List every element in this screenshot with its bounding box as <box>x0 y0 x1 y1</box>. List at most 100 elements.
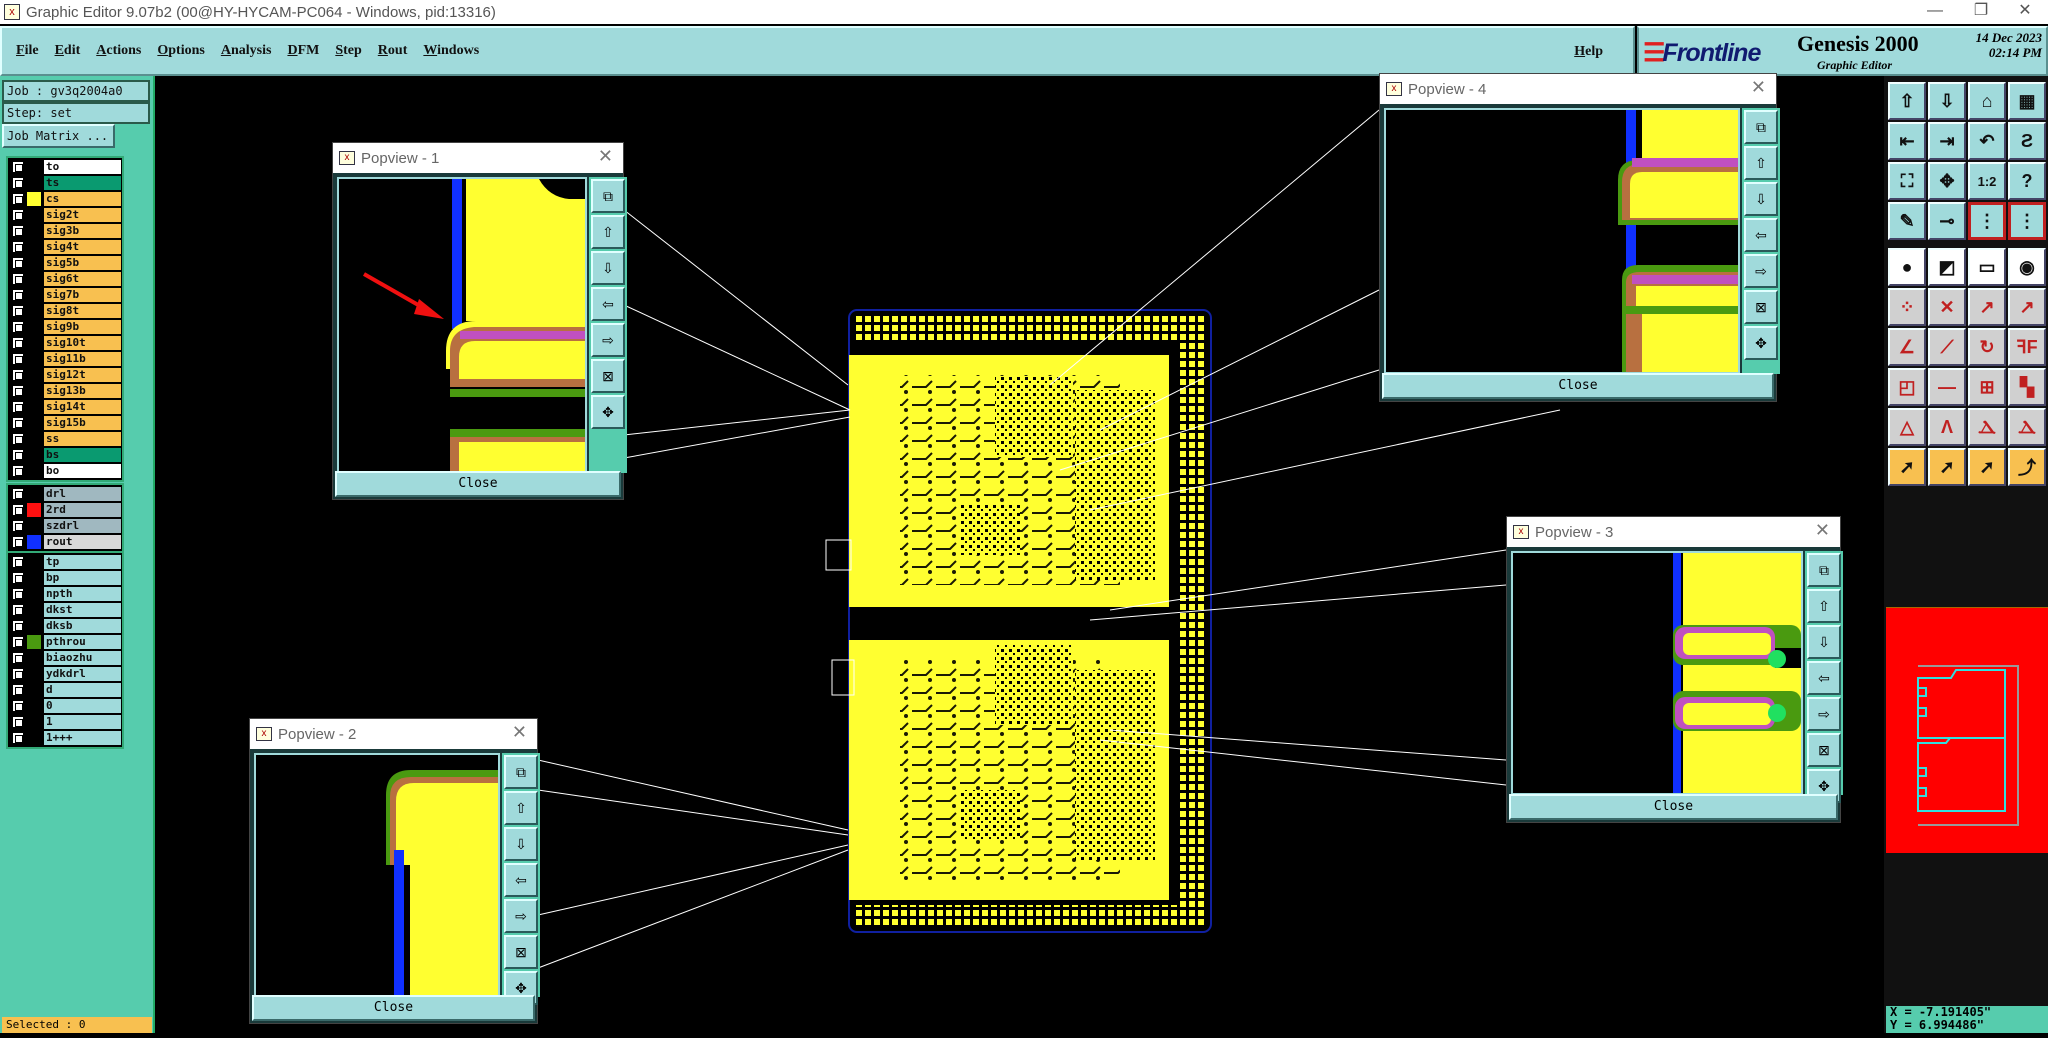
select-net-icon[interactable]: ⤴ <box>2008 448 2046 486</box>
layer-row-cs[interactable]: cs <box>9 191 121 207</box>
layer-checkbox[interactable] <box>11 651 25 665</box>
layer-color-swatch[interactable] <box>27 603 41 617</box>
zoom-in-icon[interactable]: ⇧ <box>1807 589 1841 623</box>
layer-row-rout[interactable]: rout <box>9 534 121 550</box>
layer-name[interactable]: 1 <box>44 715 121 729</box>
pan-right-icon[interactable]: ⇨ <box>1744 254 1778 288</box>
layer-checkbox[interactable] <box>11 699 25 713</box>
layer-row-1+++[interactable]: 1+++ <box>9 730 121 746</box>
zoom-home-icon[interactable]: ⊠ <box>1744 290 1778 324</box>
layer-color-swatch[interactable] <box>27 192 41 206</box>
layer-row-dksb[interactable]: dksb <box>9 618 121 634</box>
layer-color-swatch[interactable] <box>27 699 41 713</box>
layer-row-tp[interactable]: tp <box>9 554 121 570</box>
zoom-in-icon[interactable]: ⇧ <box>1744 146 1778 180</box>
ruler-icon[interactable]: ▭ <box>1968 248 2006 286</box>
zoom-out-icon[interactable]: ⇩ <box>591 251 625 285</box>
layer-color-swatch[interactable] <box>27 272 41 286</box>
layer-row-sig11b[interactable]: sig11b <box>9 351 121 367</box>
popview-sync-icon[interactable]: ⧉ <box>1807 553 1841 587</box>
layer-checkbox[interactable] <box>11 256 25 270</box>
pan-left-icon[interactable]: ⇦ <box>591 287 625 321</box>
layer-checkbox[interactable] <box>11 320 25 334</box>
minimize-button[interactable]: — <box>1927 2 1943 19</box>
menu-file[interactable]: File <box>16 43 39 58</box>
probe-icon[interactable]: ⊸ <box>1928 202 1966 240</box>
layer-color-swatch[interactable] <box>27 555 41 569</box>
close-button[interactable]: Close <box>1382 373 1774 399</box>
layer-name[interactable]: dkst <box>44 603 121 617</box>
layer-checkbox[interactable] <box>11 336 25 350</box>
mirror-icon[interactable]: ꟻF <box>2008 328 2046 366</box>
segment-icon[interactable]: — <box>1928 368 1966 406</box>
menu-edit[interactable]: Edit <box>54 43 81 58</box>
layer-checkbox[interactable] <box>11 731 25 745</box>
layer-checkbox[interactable] <box>11 635 25 649</box>
layer-row-bp[interactable]: bp <box>9 570 121 586</box>
layer-name[interactable]: rout <box>44 535 121 549</box>
close-icon[interactable]: ✕ <box>1750 77 1766 97</box>
popview-sync-icon[interactable]: ⧉ <box>591 179 625 213</box>
delete-point-icon[interactable]: ✕ <box>1928 288 1966 326</box>
angle-icon[interactable]: ∠ <box>1888 328 1926 366</box>
close-button[interactable]: Close <box>335 471 621 497</box>
zoom-home-icon[interactable]: ⊠ <box>591 359 625 393</box>
zoom-fit-icon[interactable]: ⛶ <box>1888 162 1926 200</box>
layer-name[interactable]: 1+++ <box>44 731 121 745</box>
arc-tall-icon[interactable]: Λ <box>1928 408 1966 446</box>
layer-color-swatch[interactable] <box>27 571 41 585</box>
layer-name[interactable]: pthrou <box>44 635 121 649</box>
layer-checkbox[interactable] <box>11 160 25 174</box>
layer-name[interactable]: sig13b <box>44 384 121 398</box>
layer-row-ydkdrl[interactable]: ydkdrl <box>9 666 121 682</box>
layer-name[interactable]: sig12t <box>44 368 121 382</box>
layer-row-sig2t[interactable]: sig2t <box>9 207 121 223</box>
layer-color-swatch[interactable] <box>27 587 41 601</box>
rotate-icon[interactable]: ↻ <box>1968 328 2006 366</box>
maximize-button[interactable]: ❐ <box>1973 2 1989 19</box>
layer-row-sig6t[interactable]: sig6t <box>9 271 121 287</box>
layer-row-pthrou[interactable]: pthrou <box>9 634 121 650</box>
layer-name[interactable]: sig5b <box>44 256 121 270</box>
layer-checkbox[interactable] <box>11 535 25 549</box>
layer-color-swatch[interactable] <box>27 503 41 517</box>
layer-color-swatch[interactable] <box>27 160 41 174</box>
layer-checkbox[interactable] <box>11 587 25 601</box>
layer-color-swatch[interactable] <box>27 320 41 334</box>
layer-checkbox[interactable] <box>11 176 25 190</box>
netlist-check-icon[interactable]: ⋮ <box>2008 202 2046 240</box>
layer-color-swatch[interactable] <box>27 288 41 302</box>
layer-row-ts[interactable]: ts <box>9 175 121 191</box>
layer-name[interactable]: ydkdrl <box>44 667 121 681</box>
layer-name[interactable]: sig2t <box>44 208 121 222</box>
layer-name[interactable]: sig14t <box>44 400 121 414</box>
layer-row-sig9b[interactable]: sig9b <box>9 319 121 335</box>
layer-name[interactable]: sig15b <box>44 416 121 430</box>
layer-row-sig4t[interactable]: sig4t <box>9 239 121 255</box>
zoom-out-icon[interactable]: ⇩ <box>504 827 538 861</box>
layer-row-bo[interactable]: bo <box>9 463 121 479</box>
layer-row-2rd[interactable]: 2rd <box>9 502 121 518</box>
layer-row-biaozhu[interactable]: biaozhu <box>9 650 121 666</box>
line-icon[interactable]: ⟋ <box>1928 328 1966 366</box>
center-icon[interactable]: ✥ <box>1744 326 1778 360</box>
layer-color-swatch[interactable] <box>27 519 41 533</box>
layer-checkbox[interactable] <box>11 448 25 462</box>
layer-color-swatch[interactable] <box>27 448 41 462</box>
pan-left-icon[interactable]: ⇦ <box>504 863 538 897</box>
layer-row-sig7b[interactable]: sig7b <box>9 287 121 303</box>
layer-name[interactable]: cs <box>44 192 121 206</box>
layer-name[interactable]: sig8t <box>44 304 121 318</box>
zoom-out-icon[interactable]: ⇩ <box>1807 625 1841 659</box>
layer-checkbox[interactable] <box>11 400 25 414</box>
layer-name[interactable]: sig11b <box>44 352 121 366</box>
open-icon[interactable]: ⇧ <box>1888 82 1926 120</box>
layer-color-swatch[interactable] <box>27 683 41 697</box>
layer-name[interactable]: sig4t <box>44 240 121 254</box>
